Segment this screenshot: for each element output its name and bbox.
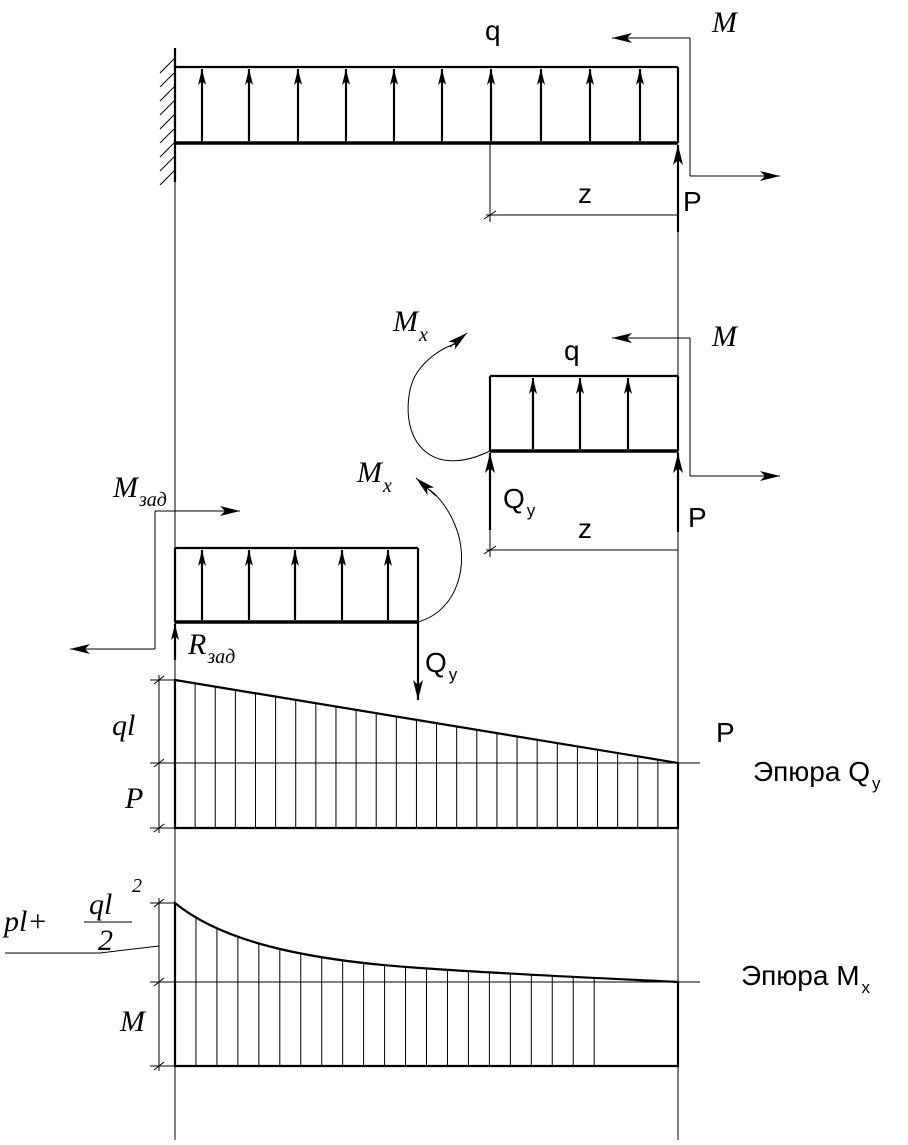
- mx-label-right: Mx: [392, 305, 428, 346]
- z-label-segment: z: [578, 513, 592, 544]
- p-label: P: [683, 186, 702, 217]
- reaction-moment-arrow: [70, 506, 240, 654]
- moment-label: M: [711, 6, 739, 39]
- wall-hatch-line: [159, 141, 176, 158]
- z-label: z: [578, 178, 592, 209]
- wall-hatch-line: [159, 71, 176, 88]
- m-label-moment: M: [119, 1005, 147, 1038]
- moment-diagram: [5, 898, 700, 1071]
- p-label-diagram: P: [716, 717, 735, 748]
- moment-label-segment: M: [711, 320, 739, 353]
- ql-label: ql: [112, 709, 135, 742]
- wall-hatch-line: [159, 99, 176, 116]
- z-dimension-segment: [483, 453, 679, 557]
- q-label: q: [485, 15, 501, 46]
- pl-plus-label: pl+: [2, 905, 48, 938]
- wall-hatch-line: [159, 155, 176, 172]
- m-zad-label: Mзад: [112, 471, 167, 511]
- denominator-2: 2: [98, 924, 113, 957]
- wall-hatch-line: [159, 169, 176, 186]
- p-label-shear: P: [124, 782, 143, 815]
- moment-arrow: [612, 33, 780, 181]
- cantilever-beam: [175, 65, 680, 145]
- exponent-2: 2: [132, 875, 142, 897]
- fixed-support: [159, 48, 177, 186]
- wall-hatch-line: [159, 57, 176, 74]
- wall-hatch-line: [159, 85, 176, 102]
- ql2-numerator: ql: [89, 888, 112, 921]
- z-dimension: [483, 143, 678, 222]
- segment-load-arrows: [529, 378, 632, 449]
- q-label-segment: q: [564, 335, 580, 366]
- internal-moment-arc-left: [415, 477, 462, 623]
- left-segment: [173, 546, 420, 624]
- wall-hatch-line: [159, 127, 176, 144]
- r-zad-label: Rзад: [187, 628, 235, 668]
- internal-moment-arc-right: [407, 332, 491, 462]
- mx-label-left: Mx: [356, 456, 392, 497]
- distributed-load-arrows: [198, 69, 644, 141]
- right-segment: [488, 374, 680, 453]
- p-label-segment: P: [688, 502, 707, 533]
- left-segment-load-arrows: [198, 550, 392, 620]
- shear-diagram: [150, 675, 700, 833]
- wall-hatch-line: [159, 113, 176, 130]
- moment-arrow-segment: [612, 333, 780, 481]
